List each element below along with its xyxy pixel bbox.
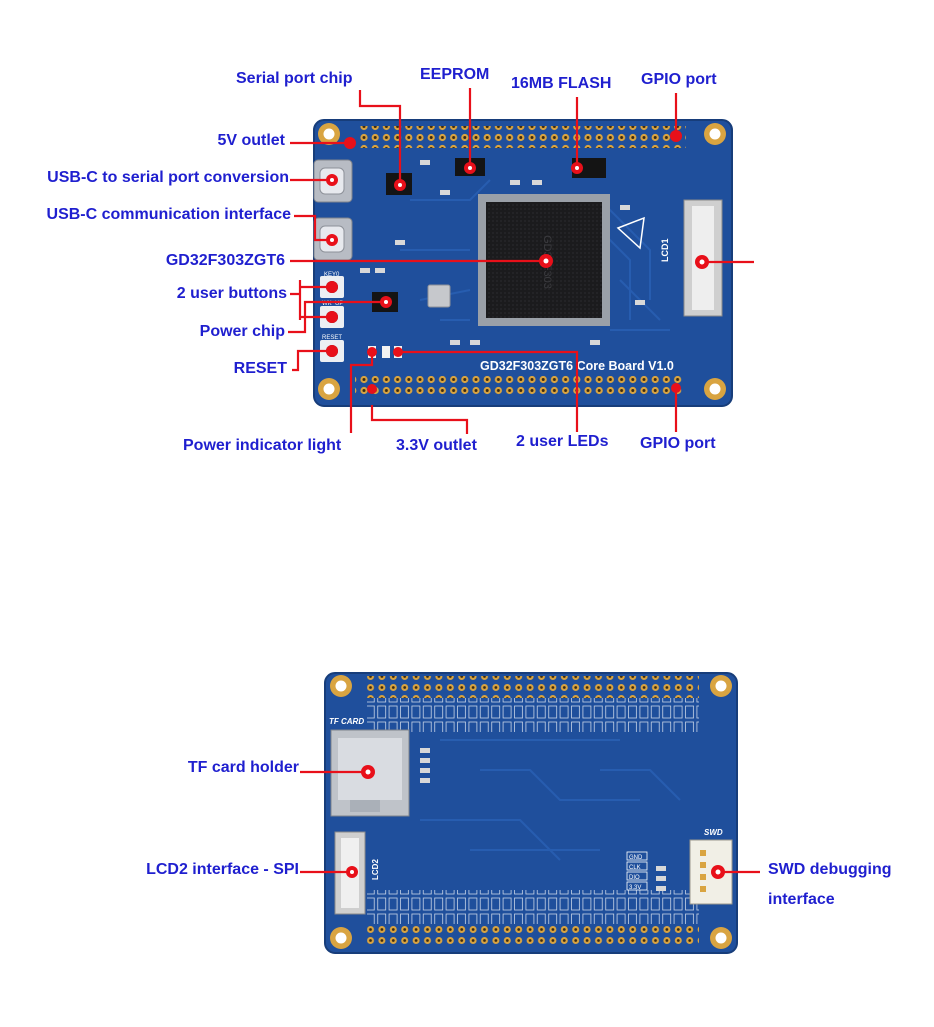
silk-key0: KEY0 (324, 272, 340, 278)
silk-lcd2: LCD2 (371, 859, 380, 880)
flash-chip (572, 158, 606, 178)
gpio-header-top (360, 126, 686, 148)
top-board: GD32F303 GD32F303ZGT6 Core Board V1.0 LC… (313, 119, 733, 407)
label-eeprom: EEPROM (420, 66, 490, 83)
label-gpio-port-bottom: GPIO port (640, 435, 716, 452)
label-usb-c-serial: USB-C to serial port conversion (47, 169, 289, 186)
svg-text:GND: GND (629, 855, 643, 861)
label-swd-line2: interface (768, 891, 835, 908)
svg-text:DIO: DIO (629, 875, 640, 881)
label-power-chip: Power chip (199, 323, 285, 340)
svg-text:3.3V: 3.3V (629, 885, 641, 891)
label-3v3-outlet: 3.3V outlet (396, 437, 477, 454)
gpio-header-bottom (355, 376, 685, 398)
swd-pin-labels: GND CLK DIO 3.3V (626, 851, 648, 891)
label-lcd2-spi: LCD2 interface - SPI (146, 861, 299, 878)
top-target-dots (326, 130, 709, 394)
silk-swd: SWD (704, 828, 723, 837)
user-led-0 (382, 346, 390, 358)
top-leader-lines (288, 88, 754, 434)
bottom-header-top (367, 676, 699, 698)
label-gpio-port-top: GPIO port (641, 71, 717, 88)
lcd1-connector (683, 199, 723, 317)
label-power-indicator: Power indicator light (183, 437, 342, 454)
label-user-buttons: 2 user buttons (176, 285, 287, 302)
label-user-leds: 2 user LEDs (516, 433, 609, 450)
label-mcu: GD32F303ZGT6 (165, 252, 285, 269)
label-tf-card-holder: TF card holder (187, 759, 299, 776)
label-reset: RESET (233, 360, 287, 377)
silk-wkup: WK_UP (322, 301, 343, 307)
label-usb-c-comm: USB-C communication interface (46, 206, 291, 223)
label-5v-outlet: 5V outlet (217, 132, 285, 149)
label-serial-port-chip: Serial port chip (236, 70, 353, 87)
label-swd-line1: SWD debugging (768, 861, 892, 878)
silk-lcd1: LCD1 (660, 238, 670, 262)
bottom-board: GND CLK DIO 3.3V TF CARD SWD LCD2 (324, 672, 738, 954)
svg-text:CLK: CLK (629, 865, 641, 871)
label-16mb-flash: 16MB FLASH (511, 75, 612, 92)
bottom-header-bottom (367, 922, 699, 944)
silk-reset: RESET (322, 335, 342, 341)
silk-tf-card: TF CARD (329, 717, 364, 726)
